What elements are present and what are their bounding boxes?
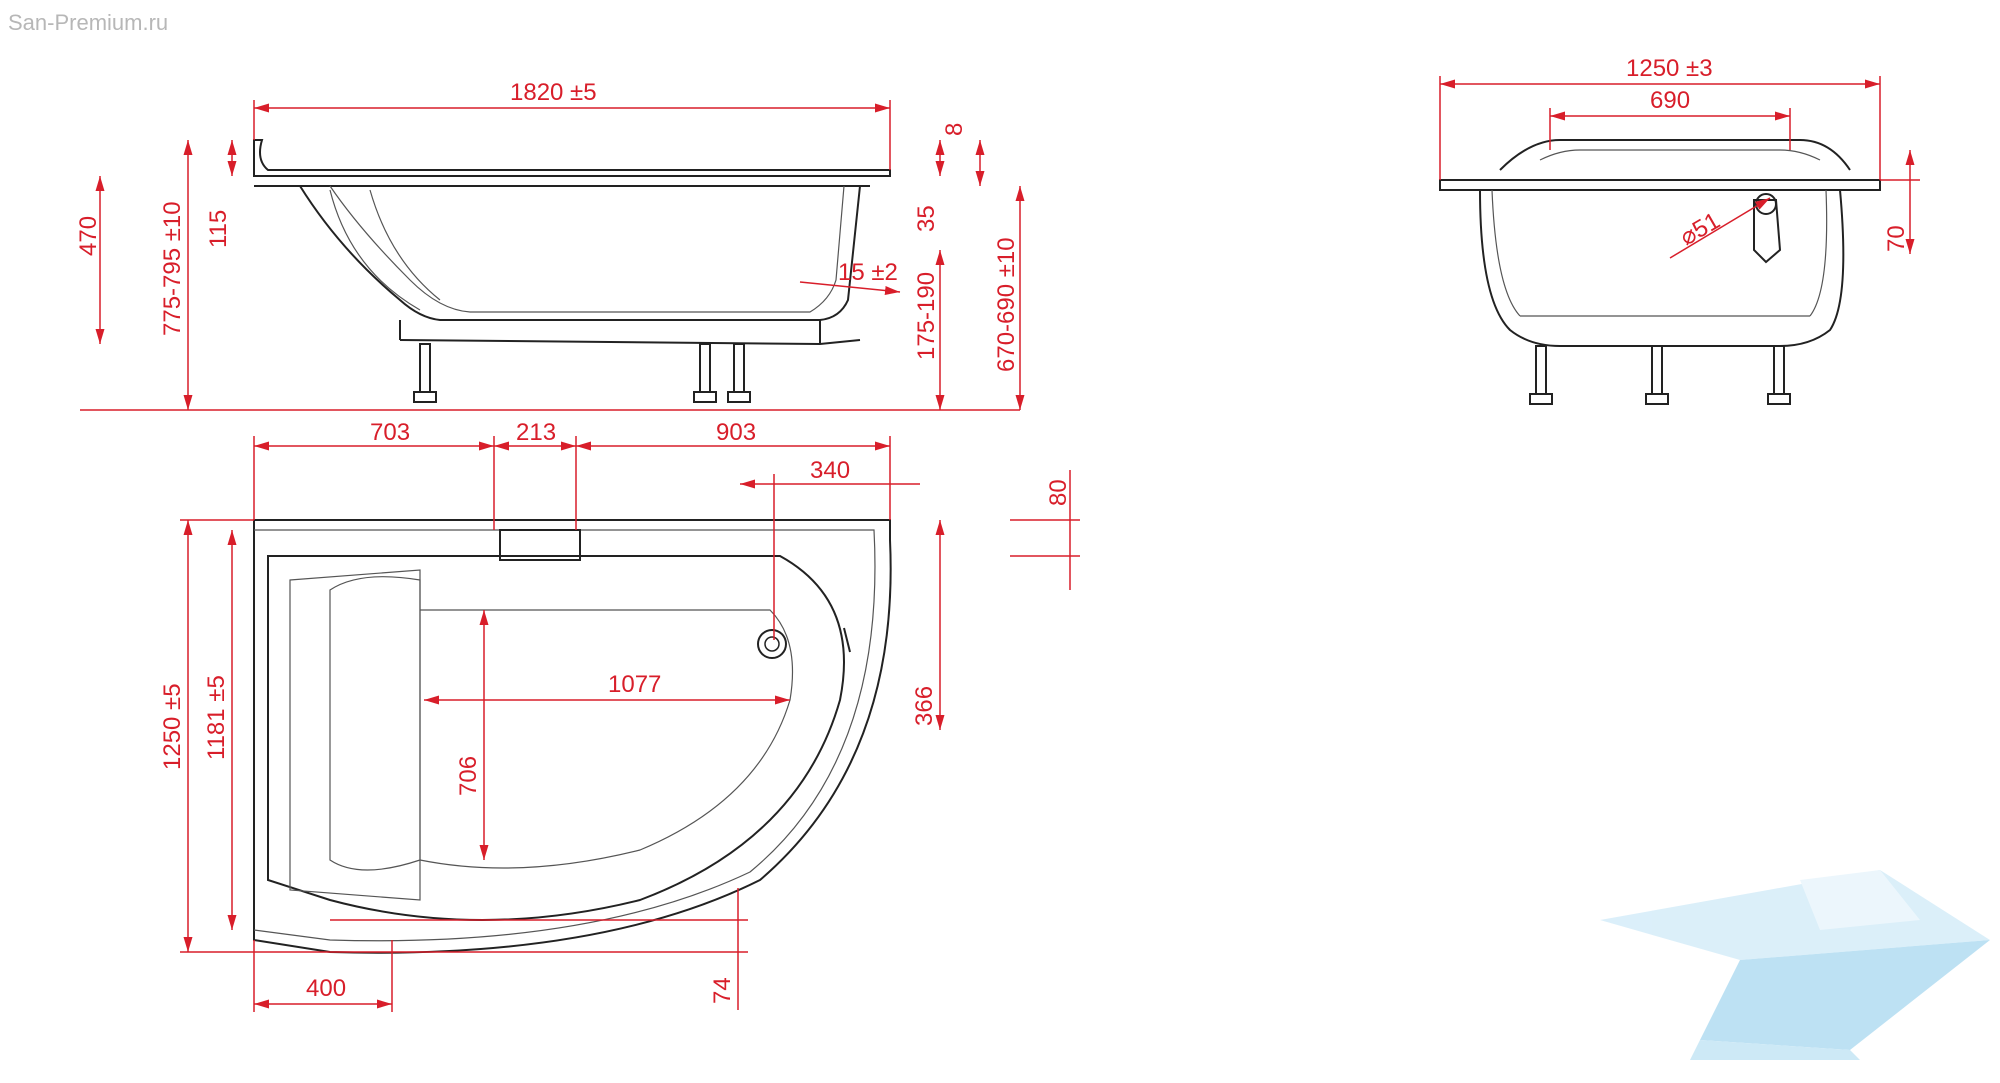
dim-rim-35: 35 xyxy=(913,205,940,232)
end-rim-top xyxy=(1499,139,1851,171)
end-dim-inner: 690 xyxy=(1650,87,1690,114)
end-view: 1250 ±3 690 ⌀51 70 xyxy=(1439,55,1920,405)
end-dim-drain-diameter: ⌀51 xyxy=(1676,207,1725,251)
dim-inner-width: 1181 ±5 xyxy=(203,675,230,760)
end-legs xyxy=(1529,345,1791,405)
logo xyxy=(1600,870,1990,1060)
dim-drain-height: 670-690 ±10 xyxy=(993,237,1020,372)
handle xyxy=(843,627,851,653)
end-rim xyxy=(1439,179,1881,191)
dim-slope: 15 ±2 xyxy=(838,259,898,286)
end-dim-width: 1250 ±3 xyxy=(1626,55,1713,82)
dim-inner-length: 1077 xyxy=(608,671,661,698)
drain xyxy=(757,629,787,659)
dim-inner-depth: 706 xyxy=(455,756,482,796)
watermark: San-Premium.ru xyxy=(8,10,168,35)
dim-bottom-400: 400 xyxy=(306,975,346,1002)
dim-seg-903: 903 xyxy=(716,419,756,446)
dim-seg-213: 213 xyxy=(516,419,556,446)
side-view: 1820 ±5 8 470 775-795 ±10 115 35 15 ±2 1… xyxy=(75,79,1025,411)
side-body xyxy=(299,185,861,321)
dim-width: 1250 ±5 xyxy=(159,683,186,770)
end-dim-height-70: 70 xyxy=(1883,225,1910,252)
dim-length: 1820 ±5 xyxy=(510,79,597,106)
dim-bottom-74: 74 xyxy=(709,977,736,1004)
end-body xyxy=(1479,189,1845,347)
dim-seg-340: 340 xyxy=(810,457,850,484)
dim-height-with-legs: 775-795 ±10 xyxy=(159,201,186,336)
end-overflow xyxy=(1753,199,1782,264)
dim-seg-80: 80 xyxy=(1045,479,1072,506)
dim-rim-depth: 115 xyxy=(205,210,232,248)
top-view: 703 213 903 340 80 1250 ±5 1181 ±5 1077 … xyxy=(159,419,1080,1012)
side-rim xyxy=(253,139,891,177)
dim-drain-offset: 366 xyxy=(911,686,938,726)
dim-leg-height: 175-190 xyxy=(913,272,940,360)
dim-seg-703: 703 xyxy=(370,419,410,446)
side-legs xyxy=(413,343,751,403)
top-outer xyxy=(253,519,892,954)
top-basin xyxy=(267,555,845,921)
dim-rim: 8 xyxy=(941,123,968,136)
overflow-unit xyxy=(499,529,581,561)
dim-total-height: 470 xyxy=(75,216,102,256)
